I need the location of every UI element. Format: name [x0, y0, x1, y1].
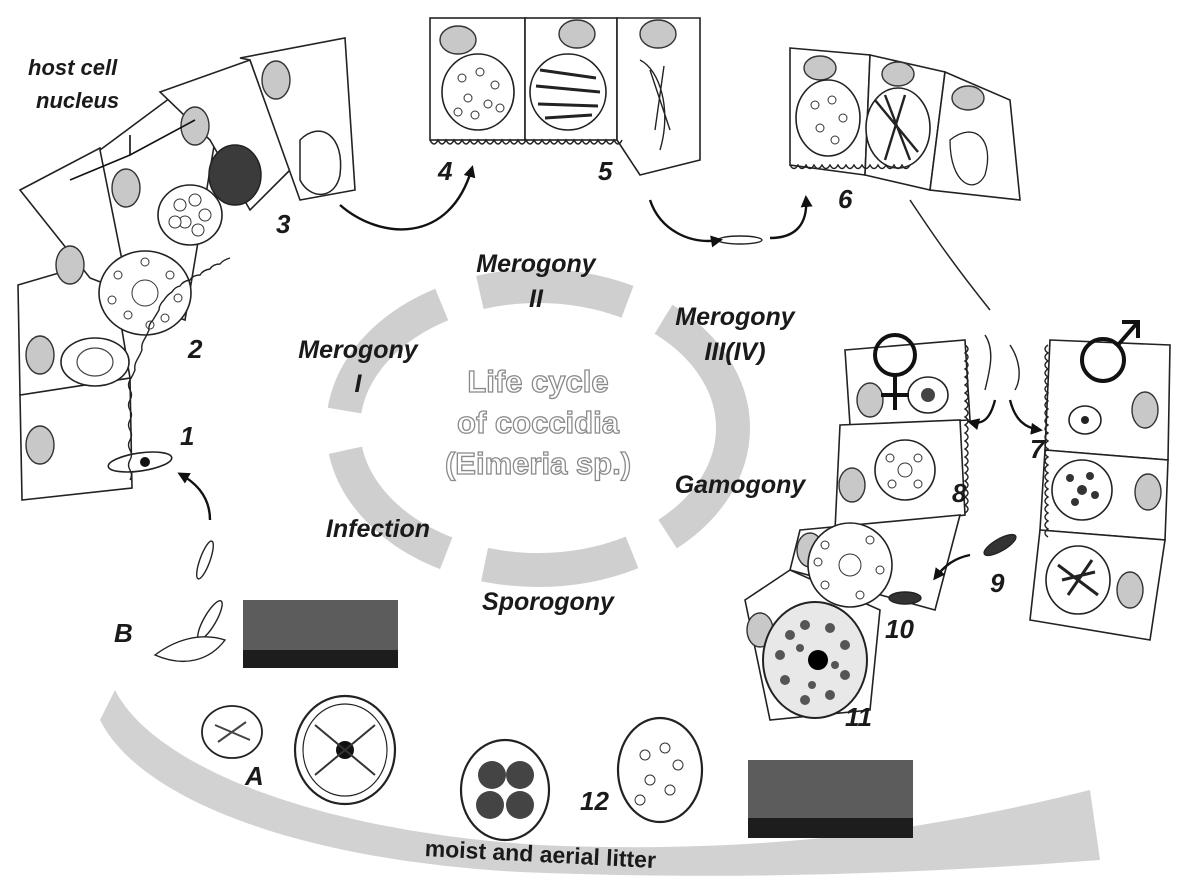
stage-7: 7 — [1030, 434, 1046, 464]
stage-10: 10 — [885, 614, 914, 644]
female-cell-column — [745, 340, 970, 720]
stage-1: 1 — [180, 421, 194, 451]
title-line-2: of coccidia — [457, 405, 620, 440]
label-a: A — [244, 761, 264, 791]
title-line-1: Life cycle — [467, 364, 608, 399]
host-cell-label-line-1: host cell — [28, 55, 118, 80]
stage-6: 6 — [838, 184, 853, 214]
top-cell-group — [430, 18, 700, 175]
title-line-3: (Eimeria sp.) — [445, 446, 631, 481]
stage-11: 11 — [845, 702, 872, 732]
phase-merogony-1-numeral: I — [355, 370, 363, 398]
stage-3: 3 — [276, 209, 291, 239]
stage-4: 4 — [437, 156, 453, 186]
phase-merogony-3-numeral: III(IV) — [704, 338, 765, 366]
stage-9: 9 — [990, 568, 1005, 598]
phase-merogony-2-numeral: II — [529, 285, 544, 313]
phase-merogony-1: Merogony — [298, 336, 419, 364]
stage-8: 8 — [952, 478, 967, 508]
stage-2: 2 — [187, 334, 203, 364]
phase-sporogony: Sporogony — [482, 588, 615, 616]
phase-infection: Infection — [326, 515, 430, 543]
phase-gamogony: Gamogony — [675, 471, 807, 499]
phase-merogony-2: Merogony — [476, 250, 597, 278]
phase-merogony-3: Merogony — [675, 303, 796, 331]
host-cell-label-line-2: nucleus — [36, 88, 119, 113]
stage-5: 5 — [598, 156, 613, 186]
label-b: B — [114, 618, 133, 648]
right-top-cell-group — [790, 48, 1020, 310]
male-cell-column — [1030, 340, 1170, 640]
stage-12: 12 — [580, 786, 609, 816]
